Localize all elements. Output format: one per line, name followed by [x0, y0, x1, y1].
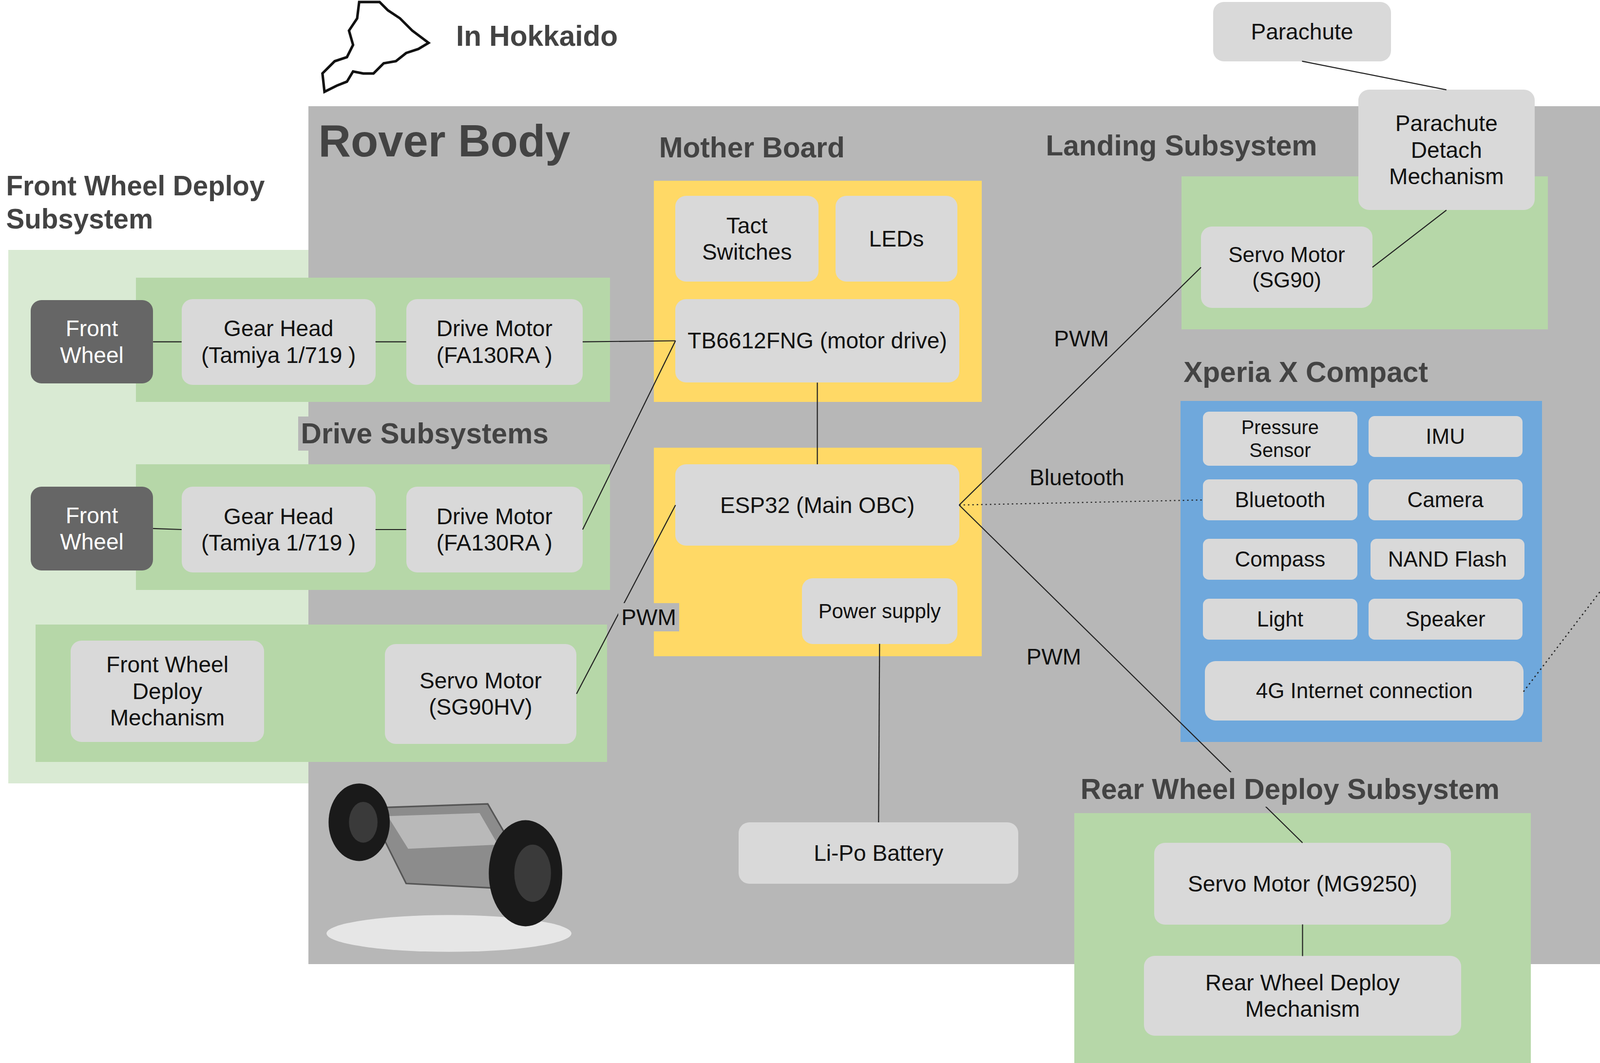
component-box: Servo Motor (SG90HV) — [384, 644, 577, 744]
wire — [582, 340, 676, 530]
component-box: 4G Internet connection — [1204, 661, 1524, 721]
component-box: Speaker — [1368, 598, 1523, 640]
box-label: Power supply — [818, 599, 941, 624]
box-label: Parachute — [1250, 18, 1353, 45]
box-label: Servo Motor (SG90HV) — [392, 667, 569, 721]
rover-rear-wheel — [328, 783, 390, 861]
box-label: Tact Switches — [683, 212, 811, 266]
box-label: Servo Motor (SG90) — [1209, 242, 1365, 293]
rover-front-wheel — [488, 820, 563, 927]
wire — [152, 528, 182, 530]
wire — [375, 529, 407, 531]
box-label: IMU — [1425, 423, 1466, 450]
component-box: Power supply — [801, 578, 957, 644]
component-box: TB6612FNG (motor drive) — [675, 299, 959, 383]
component-box: Light — [1202, 598, 1357, 640]
offpage-link — [1523, 591, 1600, 692]
wire — [375, 341, 407, 343]
component-box: Pressure Sensor — [1202, 411, 1357, 466]
box-label: ESP32 (Main OBC) — [720, 492, 915, 519]
box-label: Speaker — [1405, 606, 1486, 632]
box-label: Compass — [1235, 546, 1326, 572]
component-box: NAND Flash — [1370, 538, 1525, 580]
box-label: Front Wheel Deploy Mechanism — [78, 651, 256, 731]
wire — [582, 340, 676, 342]
wire — [152, 341, 182, 343]
wheel-box: Front Wheel — [30, 300, 153, 384]
wire — [576, 505, 676, 694]
box-label: Gear Head (Tamiya 1/719 ) — [190, 503, 368, 557]
component-box: Servo Motor (SG90) — [1200, 226, 1373, 309]
component-box: LEDs — [835, 195, 957, 282]
subsystem-heading: Rear Wheel Deploy Subsystem — [1077, 772, 1503, 807]
component-box: Servo Motor (MG9250) — [1154, 842, 1451, 925]
wire — [959, 505, 1303, 843]
subsystem-group: Drive SubsystemsFront WheelGear Head (Ta… — [135, 277, 611, 591]
wheel-box: Front Wheel — [30, 486, 153, 571]
subsystem-region: Xperia X CompactPressure SensorIMUBlueto… — [1180, 400, 1542, 743]
box-label: Li-Po Battery — [813, 839, 944, 867]
wire — [878, 644, 880, 823]
hokkaido-map — [322, 1, 429, 92]
component-box: Parachute Detach Mechanism — [1358, 89, 1535, 210]
subsystem-heading: Xperia X Compact — [1180, 355, 1431, 390]
component-box: Gear Head (Tamiya 1/719 ) — [181, 486, 376, 573]
subsystem-heading: Rover Body — [318, 114, 571, 169]
box-label: Pressure Sensor — [1211, 416, 1350, 462]
subsystem-heading: Mother Board — [656, 130, 848, 165]
component-box: Li-Po Battery — [738, 822, 1019, 884]
component-box: Drive Motor (FA130RA ) — [406, 486, 583, 573]
subsystem-heading: Front Wheel Deploy Subsystem — [6, 169, 313, 236]
box-label: Front Wheel — [38, 315, 146, 369]
subsystem-heading: Drive Subsystems — [298, 416, 552, 451]
box-label: Servo Motor (MG9250) — [1187, 870, 1418, 897]
component-box: Drive Motor (FA130RA ) — [406, 299, 583, 385]
signal-label: PWM — [1023, 642, 1085, 671]
signal-label: PWM — [1050, 324, 1112, 353]
box-label: Front Wheel — [38, 502, 146, 556]
box-label: TB6612FNG (motor drive) — [687, 327, 947, 354]
rover-wheel-hub — [514, 844, 552, 902]
wire — [1301, 61, 1447, 91]
wire — [959, 267, 1201, 506]
rover-wheel-hub — [348, 801, 378, 843]
box-label: Rear Wheel Deploy Mechanism — [1152, 969, 1454, 1023]
component-box: Rear Wheel Deploy Mechanism — [1143, 955, 1462, 1036]
component-box: Tact Switches — [675, 195, 819, 282]
wire — [816, 382, 818, 465]
box-label: Camera — [1407, 487, 1484, 513]
component-box: Parachute — [1213, 1, 1391, 61]
wire — [1301, 924, 1303, 957]
component-box: Front Wheel Deploy Mechanism — [70, 640, 265, 742]
box-label: Gear Head (Tamiya 1/719 ) — [190, 315, 368, 369]
component-box: Bluetooth — [1202, 479, 1357, 521]
box-label: 4G Internet connection — [1256, 678, 1473, 704]
box-label: Drive Motor (FA130RA ) — [414, 315, 575, 369]
component-box: IMU — [1368, 416, 1523, 458]
wireless-link — [959, 499, 1204, 505]
box-label: NAND Flash — [1388, 546, 1507, 572]
box-label: Parachute Detach Mechanism — [1366, 110, 1527, 190]
box-label: Drive Motor (FA130RA ) — [414, 503, 575, 557]
subsystem-heading: Landing Subsystem — [1042, 128, 1320, 163]
component-box: Camera — [1368, 479, 1523, 521]
box-label: Bluetooth — [1234, 487, 1326, 513]
box-label: LEDs — [869, 225, 925, 252]
signal-label: PWM — [618, 603, 680, 632]
component-box: Gear Head (Tamiya 1/719 ) — [181, 299, 376, 385]
component-box: ESP32 (Main OBC) — [675, 464, 959, 547]
component-box: Compass — [1202, 538, 1357, 580]
box-label: Light — [1257, 606, 1304, 632]
map-caption: In Hokkaido — [453, 18, 621, 54]
signal-label: Bluetooth — [1026, 463, 1128, 492]
rover-chassis-top — [387, 813, 498, 849]
wire — [1372, 209, 1447, 267]
